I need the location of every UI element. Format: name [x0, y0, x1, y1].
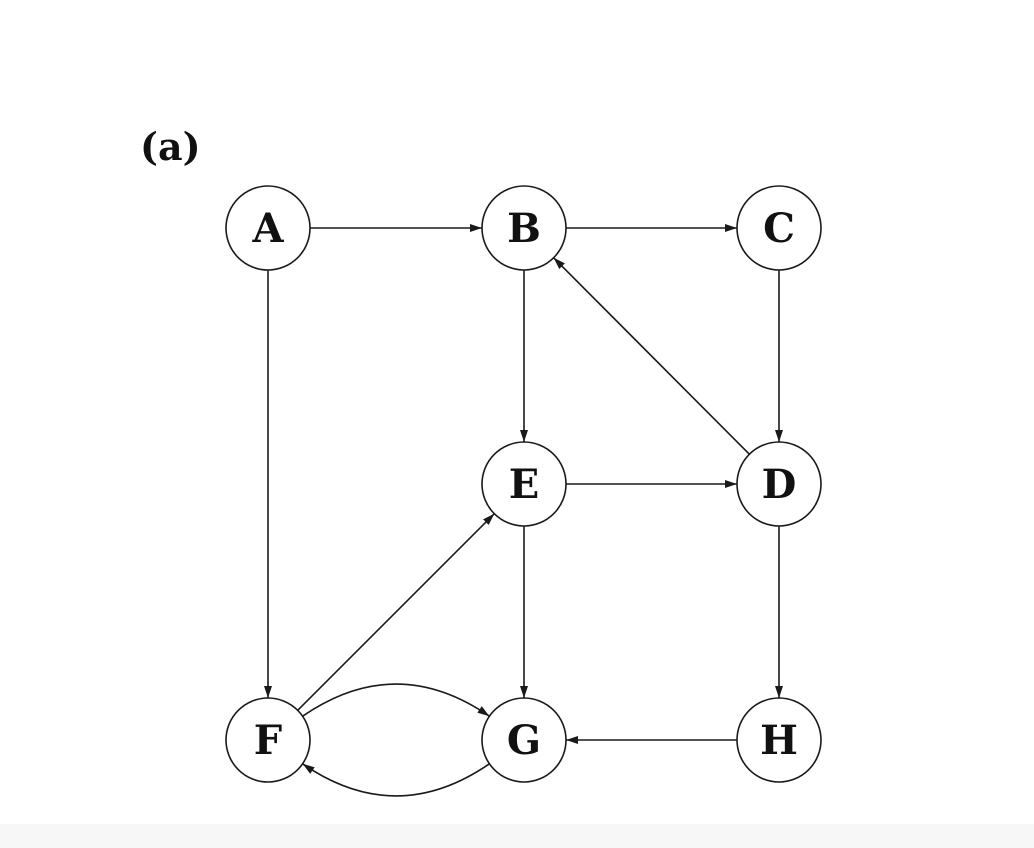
node-circle: [736, 185, 822, 271]
node-label: G: [507, 717, 541, 764]
node-label: E: [509, 461, 540, 508]
node-c: C: [736, 185, 822, 271]
figure-caption: (a): [140, 124, 201, 169]
node-label: C: [763, 205, 795, 252]
node-e: E: [481, 441, 567, 527]
node-circle: [481, 441, 567, 527]
node-circle: [481, 697, 567, 783]
node-g: G: [481, 697, 567, 783]
node-label: B: [507, 205, 541, 252]
edge-g-to-f: [302, 763, 490, 797]
node-circle: [225, 185, 311, 271]
node-b: B: [481, 185, 567, 271]
node-label: H: [760, 717, 798, 764]
node-label: D: [762, 461, 797, 508]
node-label: A: [251, 205, 284, 252]
footer-strip: [0, 824, 1034, 848]
edges-layer: [264, 224, 783, 797]
node-f: F: [225, 697, 311, 783]
node-label: F: [254, 717, 282, 764]
node-circle: [736, 441, 822, 527]
node-a: A: [225, 185, 311, 271]
edge-f-to-g: [302, 683, 490, 717]
node-circle: [225, 697, 311, 783]
node-h: H: [736, 697, 822, 783]
node-circle: [481, 185, 567, 271]
node-d: D: [736, 441, 822, 527]
edge-f-to-e: [297, 513, 495, 711]
nodes-layer: A B C D E F G H: [225, 185, 822, 783]
edge-d-to-b: [553, 257, 750, 455]
node-circle: [736, 697, 822, 783]
